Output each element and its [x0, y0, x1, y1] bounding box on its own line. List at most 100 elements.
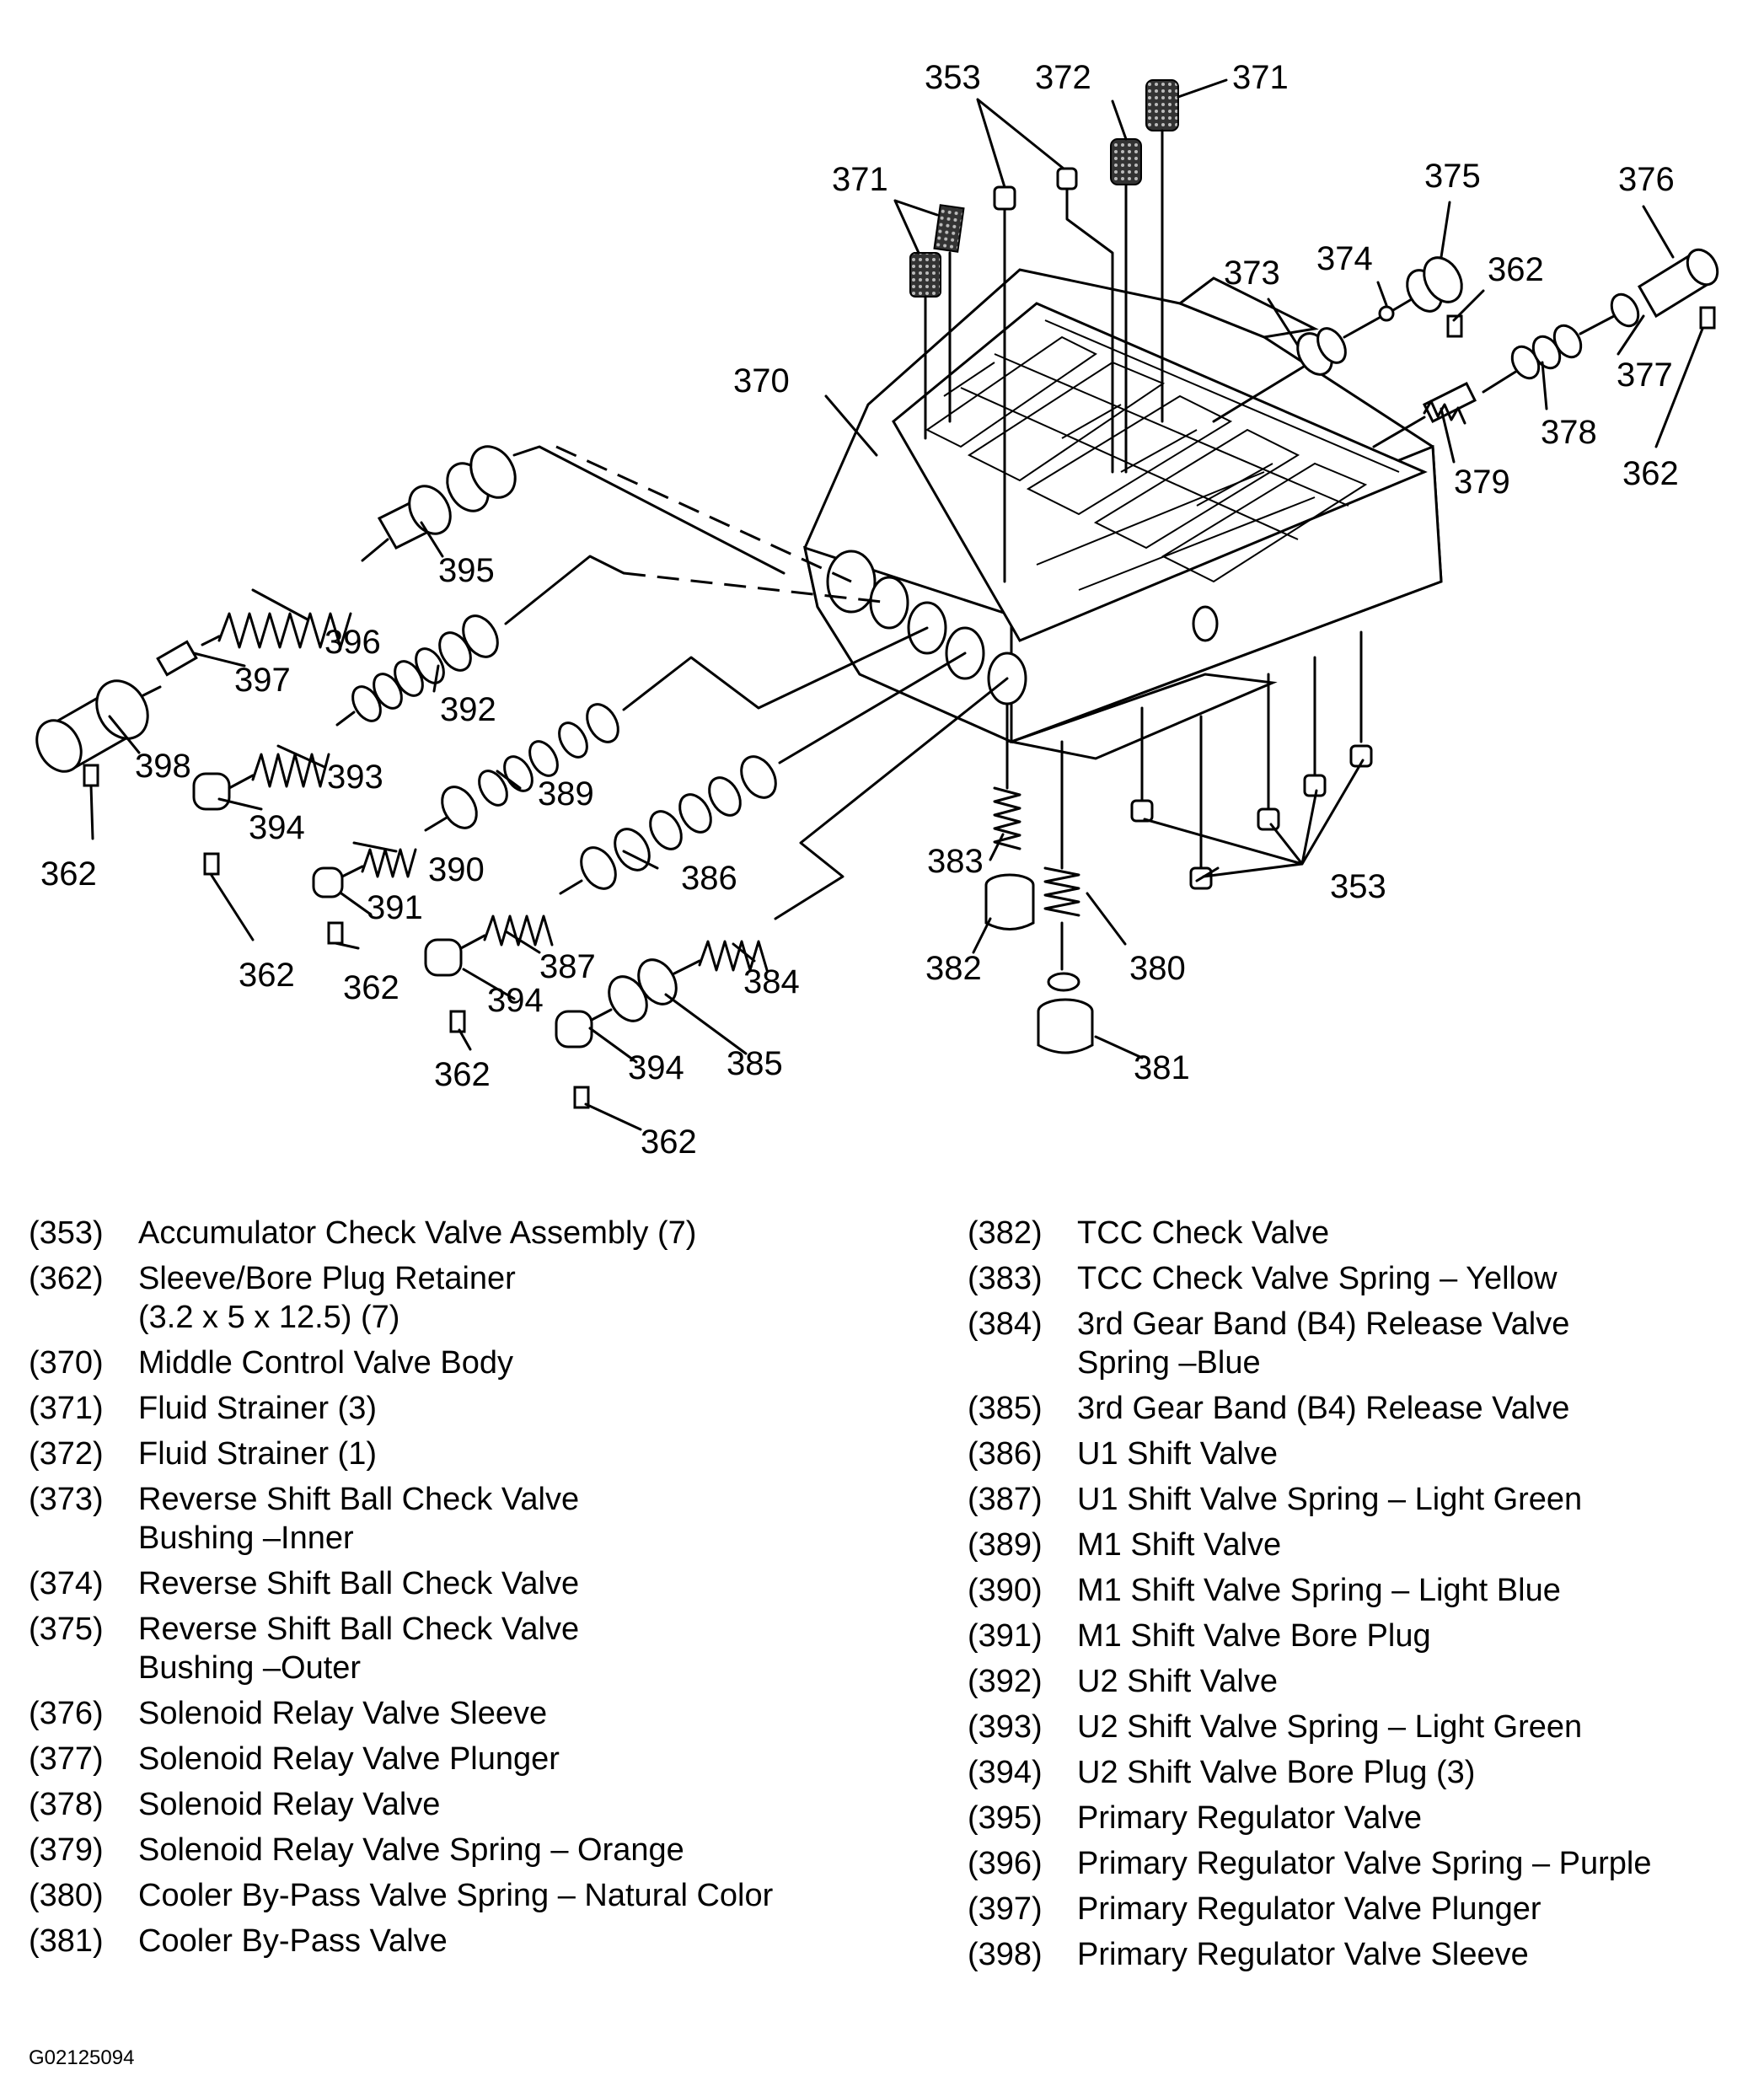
callout-392: 392	[440, 691, 496, 728]
callout-362-left1: 362	[40, 855, 97, 893]
callout-377: 377	[1617, 357, 1673, 394]
legend-code: (397)	[968, 1891, 1043, 1927]
legend-code: (379)	[29, 1832, 104, 1868]
legend-code: (371)	[29, 1391, 104, 1426]
legend-description: Cooler By-Pass Valve Spring – Natural Co…	[138, 1878, 774, 1913]
legend-entry: (384) 3rd Gear Band (B4) Release Valve Sp…	[968, 1305, 1760, 1382]
legend-entry: (397) Primary Regulator Valve Plunger	[968, 1890, 1760, 1928]
valve-body-370	[802, 268, 1443, 760]
legend-entry: (370)Middle Control Valve Body	[29, 1343, 939, 1382]
legend-description: Reverse Shift Ball Check Valve Bushing –…	[138, 1612, 580, 1686]
legend-description: Sleeve/Bore Plug Retainer (3.2 x 5 x 12.…	[138, 1261, 516, 1335]
legend-description: M1 Shift Valve Spring – Light Blue	[1077, 1573, 1561, 1608]
legend-entry: (391)M1 Shift Valve Bore Plug	[968, 1617, 1760, 1655]
legend-code: (372)	[29, 1436, 104, 1472]
legend-entry: (383)TCC Check Valve Spring – Yellow	[968, 1259, 1760, 1298]
callouts: 353 372 371 371 375 376 374 373 362 370 …	[40, 59, 1679, 1161]
legend-column-left: (353)Accumulator Check Valve Assembly (7…	[29, 1214, 939, 1967]
callout-384: 384	[743, 963, 800, 1000]
legend-description: U2 Shift Valve Spring – Light Green	[1077, 1709, 1583, 1745]
legend-entry: (398)Primary Regulator Valve Sleeve	[968, 1935, 1760, 1974]
legend-code: (381)	[29, 1923, 104, 1959]
callout-362-right1: 362	[1488, 251, 1544, 288]
legend-code: (382)	[968, 1215, 1043, 1251]
legend-code: (376)	[29, 1696, 104, 1731]
callout-371-top: 371	[1232, 59, 1289, 96]
callout-376: 376	[1618, 161, 1675, 198]
legend-entry: (373)Reverse Shift Ball Check Valve Bush…	[29, 1480, 939, 1558]
callout-393: 393	[327, 759, 383, 796]
callout-389: 389	[538, 775, 594, 813]
legend-description: Cooler By-Pass Valve	[138, 1923, 448, 1959]
legend-entry: (374) Reverse Shift Ball Check Valve	[29, 1564, 939, 1603]
legend-entry: (362) Sleeve/Bore Plug Retainer (3.2 x 5 …	[29, 1259, 939, 1337]
legend-entry: (378) Solenoid Relay Valve	[29, 1785, 939, 1824]
callout-375: 375	[1424, 158, 1481, 195]
legend-entry: (372)Fluid Strainer (1)	[29, 1435, 939, 1473]
callout-362-left5: 362	[641, 1124, 697, 1161]
callout-353-top: 353	[925, 59, 981, 96]
legend-code: (384)	[968, 1306, 1043, 1342]
callout-378: 378	[1541, 414, 1597, 451]
leader-lines	[89, 78, 1704, 1131]
legend-entry: (396)Primary Regulator Valve Spring – Pu…	[968, 1844, 1760, 1883]
legend-description: 3rd Gear Band (B4) Release Valve	[1077, 1391, 1570, 1426]
callout-381: 381	[1134, 1049, 1190, 1086]
legend-code: (383)	[968, 1261, 1043, 1296]
legend-code: (374)	[29, 1566, 104, 1601]
callout-390: 390	[428, 851, 485, 888]
callout-362-left4: 362	[434, 1056, 491, 1093]
callout-386: 386	[681, 860, 737, 897]
legend-code: (387)	[968, 1482, 1043, 1517]
legend-entry: (375) Reverse Shift Ball Check Valve Bush…	[29, 1610, 939, 1687]
legend-code: (362)	[29, 1261, 104, 1296]
legend-code: (391)	[968, 1618, 1043, 1654]
legend-description: Solenoid Relay Valve Plunger	[138, 1741, 560, 1777]
legend-description: U1 Shift Valve	[1077, 1436, 1278, 1472]
legend-description: Primary Regulator Valve Sleeve	[1077, 1937, 1529, 1972]
legend-code: (378)	[29, 1787, 104, 1822]
legend-entry: (385)3rd Gear Band (B4) Release Valve	[968, 1389, 1760, 1428]
legend-description: Primary Regulator Valve Plunger	[1077, 1891, 1541, 1927]
legend-code: (380)	[29, 1878, 104, 1913]
legend-code: (392)	[968, 1664, 1043, 1699]
callout-395: 395	[438, 552, 495, 589]
callout-382: 382	[925, 950, 982, 987]
callout-362-right2: 362	[1622, 455, 1679, 492]
legend-description: Primary Regulator Valve	[1077, 1800, 1423, 1836]
callout-394-a: 394	[249, 809, 305, 846]
legend-entry: (386)U1 Shift Valve	[968, 1435, 1760, 1473]
callout-353-bottom: 353	[1330, 868, 1386, 905]
figure-id: G02125094	[29, 2046, 135, 2069]
callout-394-c: 394	[628, 1049, 684, 1086]
legend-description: M1 Shift Valve	[1077, 1527, 1282, 1563]
callout-374: 374	[1316, 240, 1373, 277]
legend-description: Solenoid Relay Valve Spring – Orange	[138, 1832, 684, 1868]
bottom-parts	[984, 630, 1373, 1054]
legend-code: (377)	[29, 1741, 104, 1777]
legend-entry: (395)Primary Regulator Valve	[968, 1799, 1760, 1837]
legend-entry: (376)Solenoid Relay Valve Sleeve	[29, 1694, 939, 1733]
legend-entry: (379) Solenoid Relay Valve Spring – Orang…	[29, 1831, 939, 1869]
top-parts	[909, 79, 1179, 583]
legend-description: TCC Check Valve	[1077, 1215, 1330, 1251]
callout-398: 398	[135, 748, 191, 785]
callout-397: 397	[234, 662, 291, 699]
callout-371-left: 371	[832, 161, 888, 198]
exploded-view-diagram: 353 372 371 371 375 376 374 373 362 370 …	[35, 59, 1719, 1161]
legend-code: (375)	[29, 1612, 104, 1647]
legend-description: Middle Control Valve Body	[138, 1345, 513, 1381]
legend-description: U2 Shift Valve Bore Plug (3)	[1077, 1755, 1476, 1790]
legend-description: Reverse Shift Ball Check Valve	[138, 1566, 580, 1601]
legend-entry: (382) TCC Check Valve	[968, 1214, 1760, 1252]
legend-description: Solenoid Relay Valve	[138, 1787, 441, 1822]
legend-column-right: (382) TCC Check Valve (383)TCC Check Valve…	[968, 1214, 1760, 1981]
legend-code: (394)	[968, 1755, 1043, 1790]
legend-entry: (393) U2 Shift Valve Spring – Light Green	[968, 1708, 1760, 1746]
callout-362-left2: 362	[239, 957, 295, 994]
legend-code: (393)	[968, 1709, 1043, 1745]
legend-description: 3rd Gear Band (B4) Release Valve Spring …	[1077, 1306, 1570, 1381]
left-valve-trains	[35, 445, 1009, 1048]
legend-entry: (390)M1 Shift Valve Spring – Light Blue	[968, 1571, 1760, 1610]
legend-description: Primary Regulator Valve Spring – Purple	[1077, 1846, 1652, 1881]
